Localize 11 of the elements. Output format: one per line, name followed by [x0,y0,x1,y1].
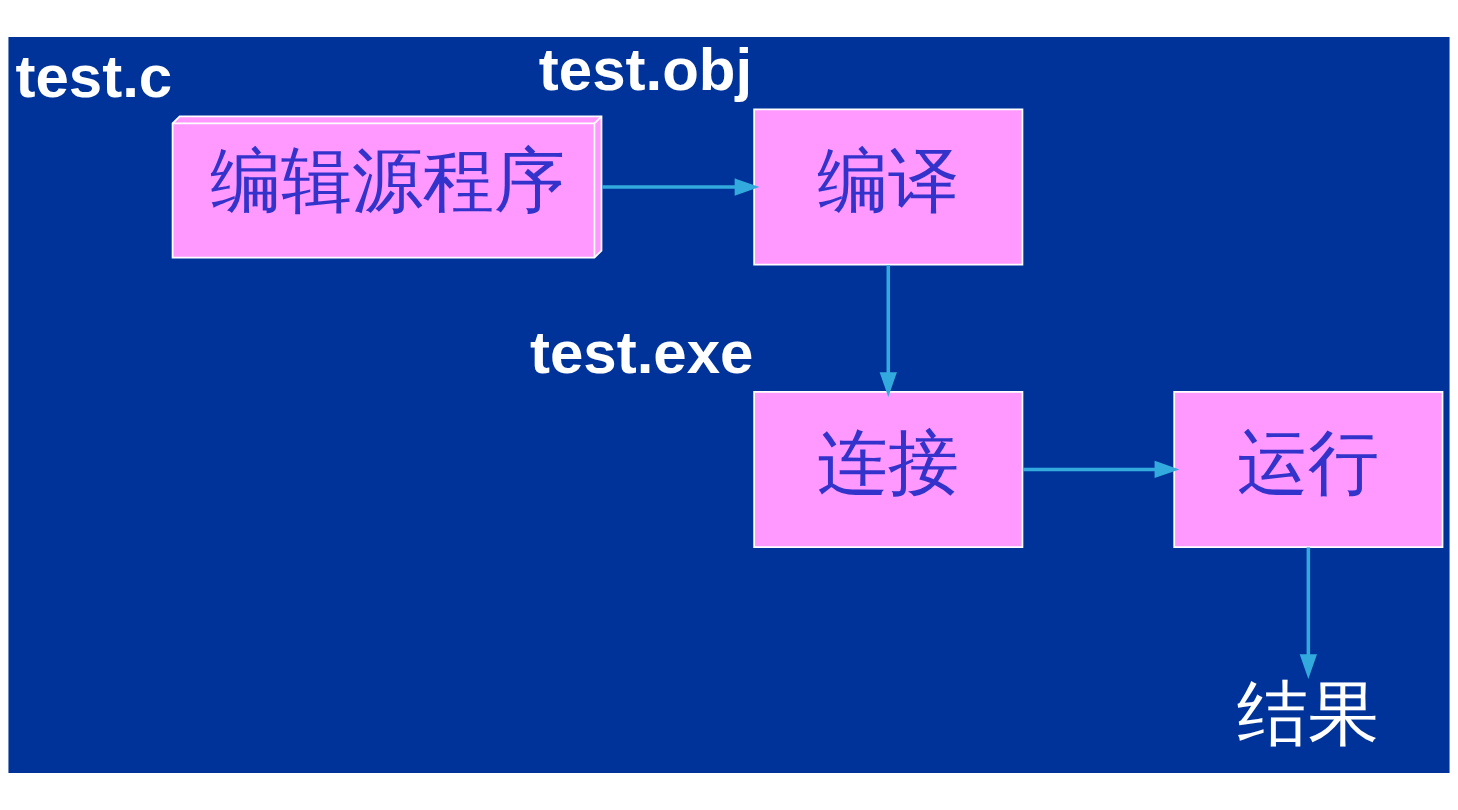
arrow [601,178,760,196]
node-box: 编译 [753,108,1024,266]
node-box: 连接 [753,390,1024,548]
node-label: test.c [15,43,173,111]
node-label: test.obj [538,36,753,104]
arrow [1299,547,1317,679]
node-label: test.exe [530,318,754,386]
arrow [1022,460,1180,479]
node-text: 结果 [1237,671,1380,755]
arrow [879,265,897,397]
node-box: 运行 [1173,390,1444,548]
